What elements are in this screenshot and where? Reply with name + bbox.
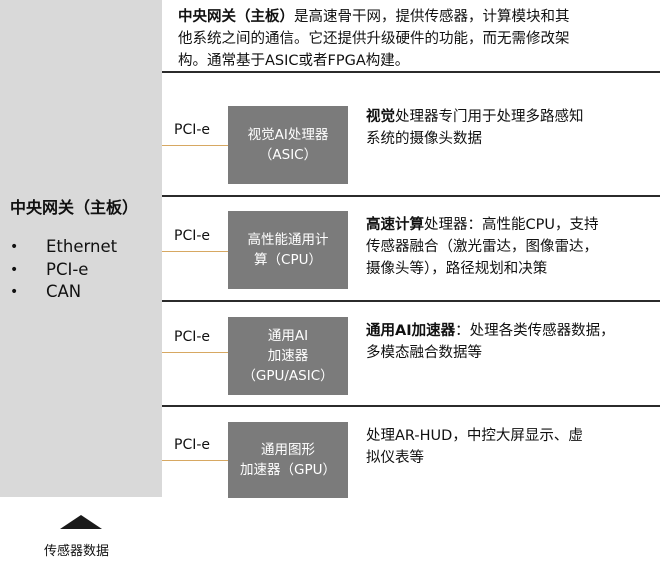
separator-line (162, 405, 660, 407)
desc-line: 多模态融合数据等 (366, 345, 482, 361)
desc-bold: 通用AI加速器 (366, 323, 456, 339)
interface-can: CAN (46, 282, 82, 301)
sensor-data-label: 传感器数据 (44, 544, 110, 559)
pcie-connector-label: PCI-e (174, 437, 211, 453)
desc-line: 传感器融合（激光雷达，图像雷达， (366, 239, 598, 255)
gateway-description-line1: 是高速骨干网，提供传感器，计算模块和其 (294, 9, 570, 25)
gateway-description-bold: 中央网关（主板） (178, 9, 294, 25)
high-speed-compute-description: 高速计算处理器：高性能CPU，支持 传感器融合（激光雷达，图像雷达， 摄像头等）… (366, 214, 598, 280)
bullet-icon: • (10, 261, 19, 278)
desc-line: 系统的摄像头数据 (366, 131, 482, 147)
box-line: 加速器 (267, 348, 309, 364)
desc-line: 摄像头等），路径规划和决策 (366, 261, 548, 277)
interface-pcie: PCI-e (46, 259, 89, 279)
desc-line: 拟仪表等 (366, 450, 424, 466)
gateway-interface-item: • CAN (10, 281, 117, 304)
pcie-connector-label: PCI-e (174, 329, 211, 345)
desc-line: 处理器专门用于处理多路感知 (395, 109, 584, 125)
bullet-icon: • (10, 239, 19, 255)
vision-ai-description: 视觉处理器专门用于处理多路感知 系统的摄像头数据 (366, 106, 584, 150)
graphics-accelerator-description: 处理AR-HUD，中控大屏显示、虚 拟仪表等 (366, 425, 583, 469)
box-line: （GPU/ASIC） (242, 368, 334, 384)
gateway-description-line3: 构。通常基于ASIC或者FPGA构建。 (178, 53, 410, 69)
box-line: 加速器（GPU） (240, 462, 336, 478)
gateway-description-line2: 他系统之间的通信。它还提供升级硬件的功能，而无需修改架 (178, 31, 570, 47)
box-line: 通用AI (267, 328, 309, 344)
interface-ethernet: Ethernet (46, 237, 118, 256)
desc-bold: 高速计算 (366, 217, 424, 233)
general-ai-accelerator-box: 通用AI 加速器 （GPU/ASIC） (228, 317, 348, 395)
desc-bold: 视觉 (366, 109, 395, 125)
separator-line (162, 195, 660, 197)
central-gateway-panel (0, 0, 162, 497)
separator-line (162, 71, 660, 73)
pcie-connector-line (162, 460, 228, 461)
general-ai-accelerator-description: 通用AI加速器：处理各类传感器数据， 多模态融合数据等 (366, 320, 615, 364)
pcie-connector-line (162, 352, 228, 353)
pcie-connector-line (162, 145, 228, 146)
pcie-connector-line (162, 251, 228, 252)
gateway-interface-item: • Ethernet (10, 236, 117, 259)
vision-ai-processor-box: 视觉AI处理器 （ASIC） (228, 106, 348, 184)
desc-line: 处理器：高性能CPU，支持 (424, 217, 599, 233)
graphics-accelerator-gpu-box: 通用图形 加速器（GPU） (228, 422, 348, 498)
general-compute-cpu-box: 高性能通用计 算（CPU） (228, 211, 348, 289)
box-line: 通用图形 (260, 442, 315, 458)
sensor-input-arrow-icon (60, 515, 102, 529)
separator-line (162, 300, 660, 302)
gateway-interface-item: • PCI-e (10, 259, 117, 282)
gateway-interface-list: • Ethernet • PCI-e • CAN (10, 236, 117, 304)
gateway-description: 中央网关（主板）是高速骨干网，提供传感器，计算模块和其 他系统之间的通信。它还提… (178, 6, 570, 72)
box-line: 视觉AI处理器 (247, 127, 329, 143)
bullet-icon: • (10, 284, 19, 300)
box-line: 算（CPU） (254, 252, 322, 268)
desc-line: ：处理各类传感器数据， (455, 323, 615, 339)
box-line: 高性能通用计 (247, 232, 329, 248)
gateway-title: 中央网关（主板） (10, 198, 139, 217)
pcie-connector-label: PCI-e (174, 228, 211, 244)
desc-line: 处理AR-HUD，中控大屏显示、虚 (366, 428, 583, 444)
box-line: （ASIC） (258, 147, 318, 163)
pcie-connector-label: PCI-e (174, 122, 211, 138)
